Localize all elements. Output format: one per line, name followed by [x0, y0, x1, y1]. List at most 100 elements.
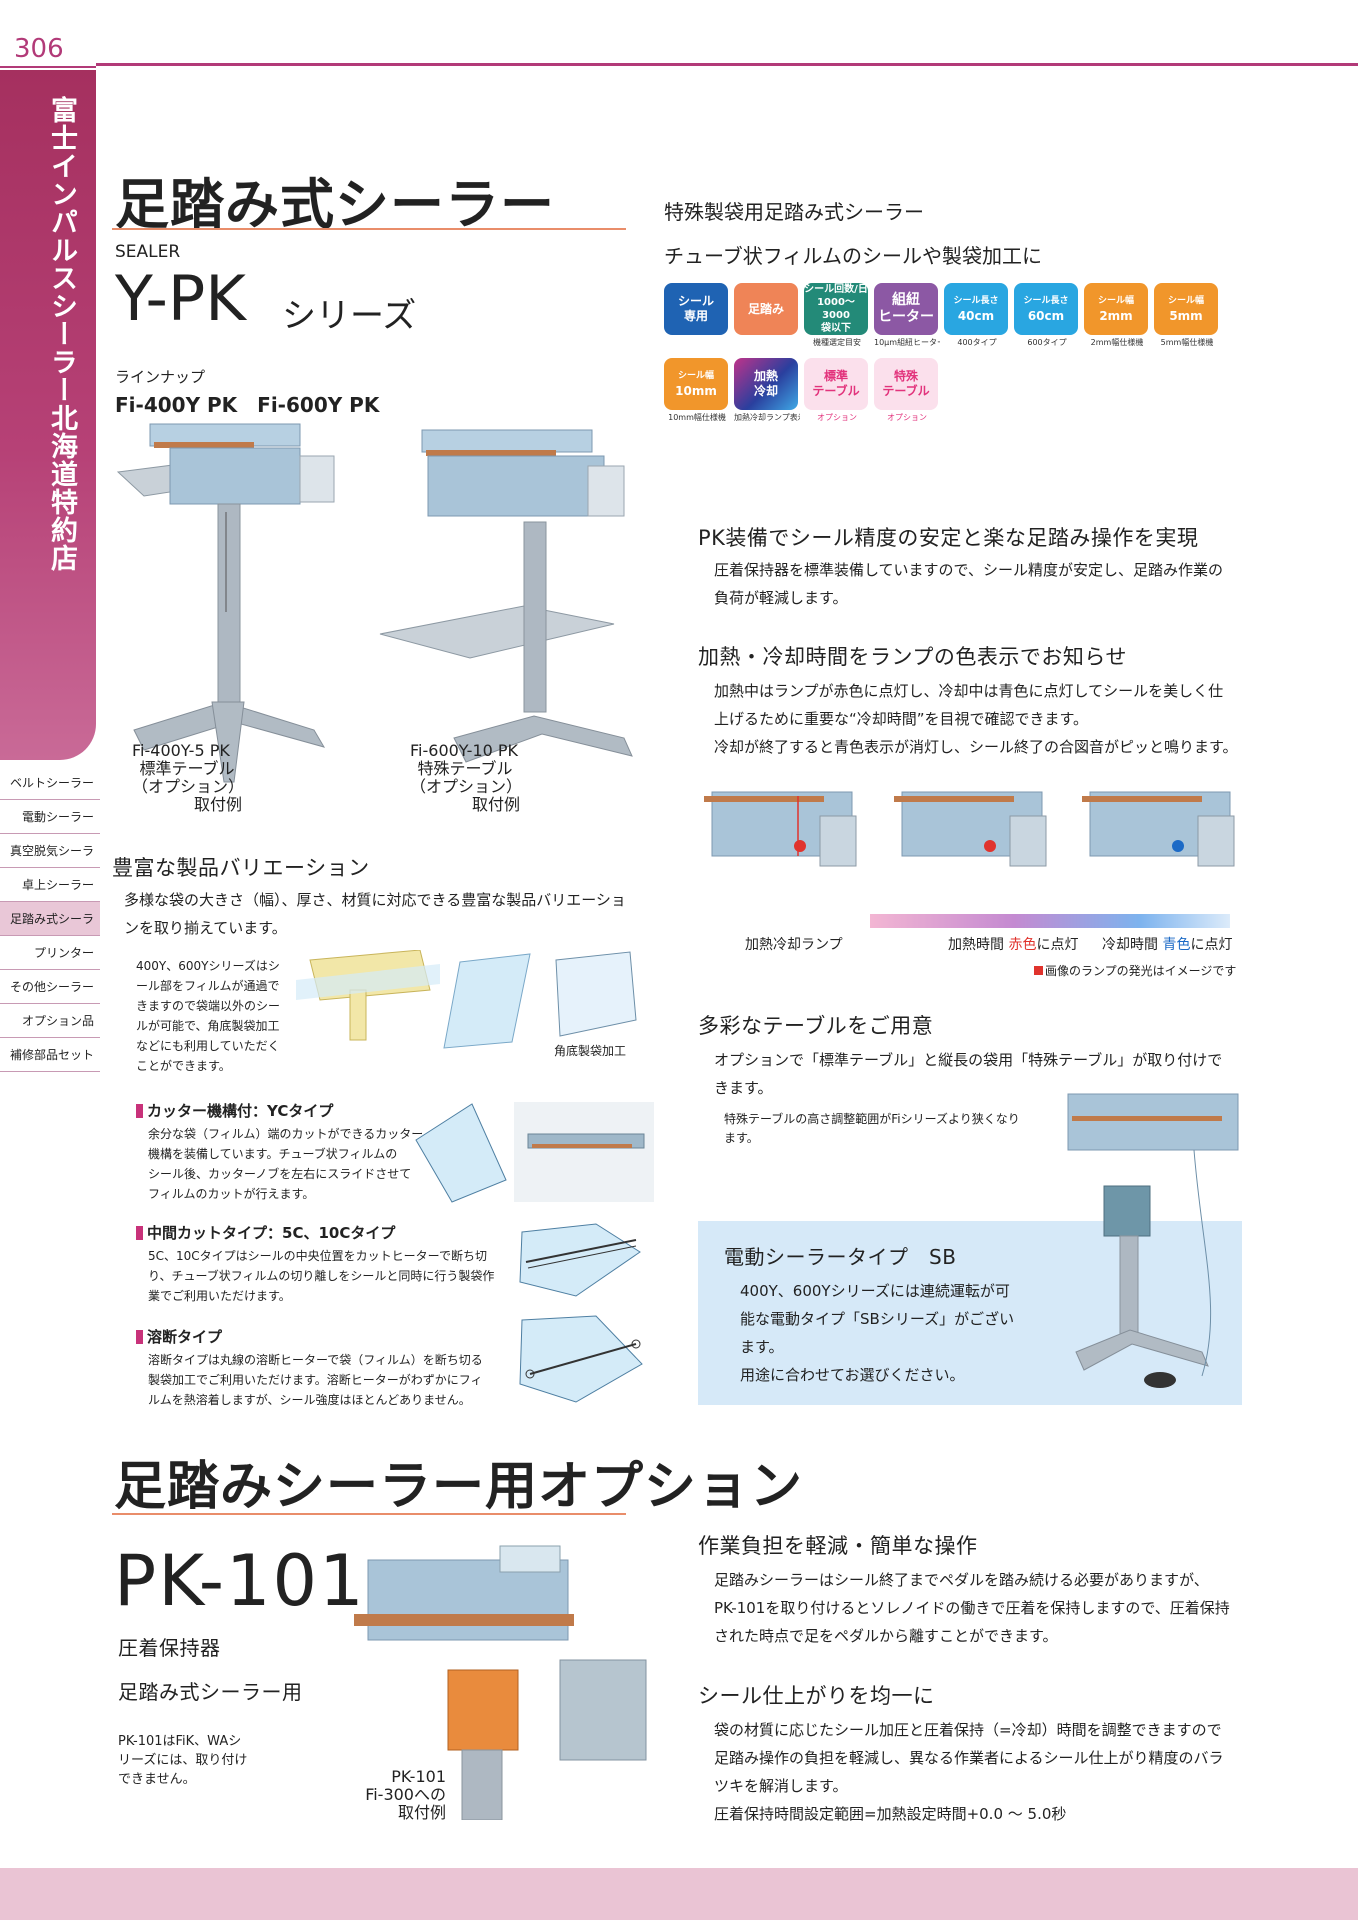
body-line: 余分な袋（フィルム）端のカットができるカッター — [148, 1127, 424, 1141]
sealer-fi400y-image — [116, 423, 335, 783]
menu-item-repair-parts[interactable]: 補修部品セット — [0, 1038, 100, 1072]
menu-item-options[interactable]: オプション品 — [0, 1004, 100, 1038]
body-line: フィルムのカットが行えます。 — [148, 1187, 315, 1201]
footer-band — [0, 1868, 1358, 1920]
lineup-label: ラインナップ — [115, 368, 206, 386]
badge-text: シール幅 — [1167, 296, 1204, 306]
body-line: り、チューブ状フィルムの切り離しをシールと同時に行う製袋作 — [148, 1269, 495, 1283]
option-heading: 足踏みシーラー用オプション — [114, 1457, 804, 1517]
menu-label: 電動シーラー — [21, 810, 94, 824]
menu-item-foot-sealer[interactable]: 足踏み式シーラー — [0, 902, 100, 960]
desc-line: 400Y、600Yシリーズはシ — [136, 959, 280, 973]
body-line: 溶断タイプは丸線の溶断ヒーターで袋（フィルム）を断ち切る — [148, 1353, 483, 1367]
badge-text: 専用 — [683, 309, 708, 323]
pk101-caption: PK-101 Fi-300への 取付例 — [356, 1768, 446, 1822]
option-model: PK-101 — [114, 1540, 366, 1622]
label-heating: 加熱時間 赤色に点灯 — [948, 934, 1078, 954]
intro-line-1: 特殊製袋用足踏み式シーラー — [664, 200, 924, 224]
pink-square-icon — [136, 1226, 143, 1240]
sub-heading-text: 溶断タイプ — [147, 1328, 223, 1346]
menu-item-desktop-sealer[interactable]: 卓上シーラー — [0, 868, 100, 902]
body-line: 負荷が軽減します。 — [714, 589, 848, 607]
note-line: リーズには、取り付け — [118, 1753, 248, 1768]
badge-text: 60cm — [1027, 309, 1065, 323]
menu-label: 足踏み式シーラー — [9, 912, 94, 960]
body-line: 加熱中はランプが赤色に点灯し、冷却中は青色に点灯してシールを美しく仕 — [714, 682, 1224, 700]
badge-text: 足踏み — [747, 301, 784, 316]
body-line: ます。 — [740, 1338, 784, 1356]
badge-braided-heater: 組紐ヒーター10μm組紐ヒーター採用製品 — [874, 283, 940, 350]
body-line: オプションで「標準テーブル」と縦長の袋用「特殊テーブル」が取り付けで — [714, 1051, 1223, 1069]
menu-item-electric-sealer[interactable]: 電動シーラー — [0, 800, 100, 834]
badge-standard-table: 標準テーブルオプション — [804, 358, 870, 425]
badge-text: シール長さ — [1023, 296, 1069, 306]
label-cooling: 冷却時間 青色に点灯 — [1102, 934, 1232, 954]
cutter-body: 余分な袋（フィルム）端のカットができるカッター 機構を装備しています。チューブ状… — [148, 1124, 423, 1204]
sec-table-body: オプションで「標準テーブル」と縦長の袋用「特殊テーブル」が取り付けで きます。 — [714, 1046, 1222, 1102]
menu-label: プリンター — [33, 946, 94, 960]
desc-line: ルが可能で、角底製袋加工 — [136, 1019, 280, 1033]
label-red: 赤色 — [1008, 937, 1037, 953]
sec-lamp-body: 加熱中はランプが赤色に点灯し、冷却中は青色に点灯してシールを美しく仕 上げるため… — [714, 677, 1238, 761]
menu-label: オプション品 — [21, 1014, 94, 1028]
badge-text: 組紐 — [892, 292, 920, 308]
category-menu: ベルトシーラー 電動シーラー 真空脱気シーラー 卓上シーラー 足踏み式シーラー … — [0, 766, 100, 1072]
intro-line-2: チューブ状フィルムのシールや製袋加工に — [664, 244, 1042, 268]
menu-label: 真空脱気シーラー — [9, 844, 94, 892]
caption-line: 取付例 — [397, 1803, 446, 1822]
middle-cut-heading: 中間カットタイプ：5C、10Cタイプ — [136, 1222, 395, 1243]
heat-cool-gradient — [870, 914, 1230, 928]
middle-cut-illustration — [519, 1223, 641, 1297]
badge-text: 40cm — [957, 309, 995, 323]
sub-heading-text: 中間カットタイプ：5C、10Cタイプ — [147, 1224, 396, 1242]
sec-table-heading: 多彩なテーブルをご用意 — [698, 1014, 934, 1038]
caption-line: PK-101 — [391, 1767, 446, 1786]
menu-item-belt-sealer[interactable]: ベルトシーラー — [0, 766, 100, 800]
body-line: 能な電動タイプ「SBシリーズ」がござい — [740, 1310, 1015, 1328]
badge-seal-only: シール専用 — [664, 283, 730, 350]
img1-caption-rest: 標準テーブル （オプション） 取付例 — [132, 760, 244, 814]
caption-line: 取付例 — [193, 795, 242, 814]
middle-cut-body: 5C、10Cタイプはシールの中央位置をカットヒーターで断ち切 り、チューブ状フィ… — [148, 1246, 494, 1306]
badge-text: シール幅 — [677, 371, 714, 381]
menu-item-other-sealer[interactable]: その他シーラー — [0, 970, 100, 1004]
sidebar-vertical-title: 富士インパルスシーラー北海道特約店 — [46, 96, 77, 572]
sec-work-body: 足踏みシーラーはシール終了までペダルを踏み続ける必要がありますが、 PK-101… — [714, 1566, 1230, 1650]
caption-line: 取付例 — [471, 795, 520, 814]
desc-line: ことができます。 — [136, 1059, 231, 1073]
label-lamp: 加熱冷却ランプ — [745, 937, 843, 953]
badge-text: シール — [677, 294, 714, 308]
body-line: 圧着保持器を標準装備していますので、シール精度が安定し、足踏み作業の — [714, 561, 1223, 579]
pk101-image — [354, 1545, 647, 1820]
option-note: PK-101はFiK、WAシ リーズには、取り付け できません。 — [118, 1732, 247, 1789]
cutter-heading: カッター機構付：YCタイプ — [136, 1100, 333, 1121]
caption-line: Fi-600Y-10 PK — [410, 741, 519, 760]
body-line: 冷却が終了すると青色表示が消灯し、シール終了の合図音がピッと鳴ります。 — [714, 738, 1238, 756]
melt-cut-heading: 溶断タイプ — [136, 1326, 222, 1347]
sb-heading: 電動シーラータイプ SB — [724, 1245, 957, 1269]
red-square-icon — [1034, 966, 1043, 975]
badge-text: 袋以下 — [821, 323, 851, 334]
desc-line: きますので袋端以外のシー — [136, 999, 281, 1013]
menu-item-vacuum-sealer[interactable]: 真空脱気シーラー — [0, 834, 100, 892]
body-line: ンを取り揃えています。 — [124, 919, 287, 937]
badge-text: 特殊 — [893, 369, 918, 383]
body-line: 圧着保持時間設定範囲=加熱設定時間+0.0 〜 5.0秒 — [714, 1805, 1067, 1823]
body-line: 5C、10Cタイプはシールの中央位置をカットヒーターで断ち切 — [148, 1249, 487, 1263]
menu-item-printer[interactable]: プリンター — [0, 936, 100, 970]
body-line: 足踏みシーラーはシール終了までペダルを踏み続ける必要がありますが、 — [714, 1571, 1209, 1589]
label-text: に点灯 — [1190, 937, 1233, 953]
label-text: 加熱時間 — [948, 937, 1009, 953]
sec-table-note: 特殊テーブルの高さ調整範囲がFiシリーズより狭くなり ます。 — [724, 1110, 1020, 1148]
product-model: Y-PK — [115, 262, 246, 335]
note-line: 特殊テーブルの高さ調整範囲がFiシリーズより狭くなり — [724, 1112, 1020, 1126]
lamp-note: 画像のランプの発光はイメージです — [1034, 962, 1236, 979]
body-line: PK-101を取り付けるとソレノイドの働きで圧着を保持しますので、圧着保持 — [714, 1599, 1230, 1617]
sub-heading-text: カッター機構付：YCタイプ — [147, 1102, 334, 1120]
